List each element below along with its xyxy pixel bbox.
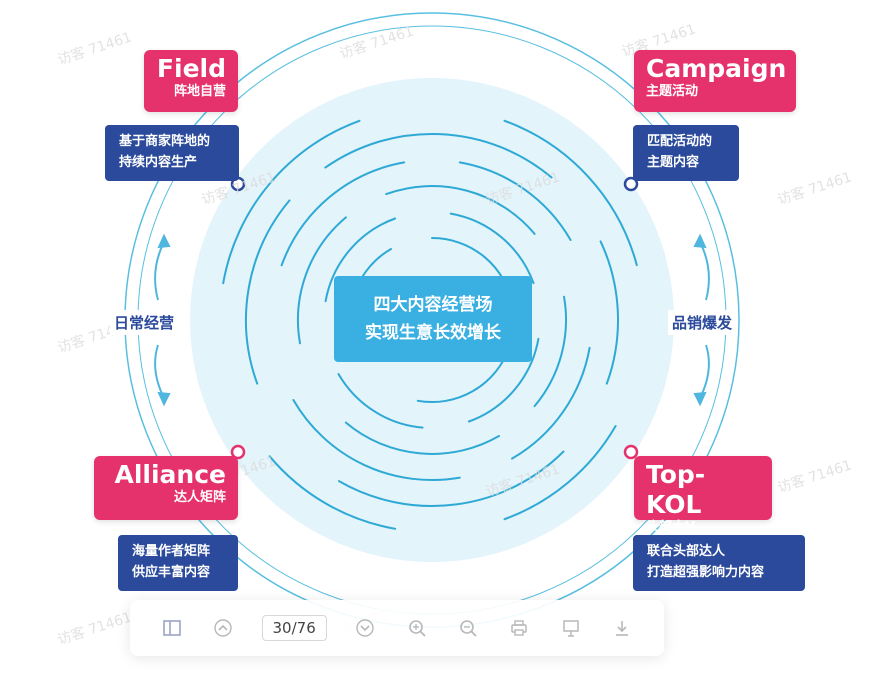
spiral-arc xyxy=(268,455,397,530)
right-arrow-down-head xyxy=(693,391,707,407)
field-subtitle: 阵地自营 xyxy=(173,84,226,99)
spiral-arc xyxy=(385,185,536,235)
left-arrow-up xyxy=(154,241,165,301)
chevron-up-icon xyxy=(214,619,232,637)
zoom-out-icon xyxy=(460,620,477,637)
page-indicator[interactable]: 30/76 xyxy=(261,615,327,641)
present-button[interactable] xyxy=(558,615,584,641)
field-title: Field xyxy=(156,54,226,83)
alliance-title: Alliance xyxy=(114,460,227,489)
right-arrow-up xyxy=(699,241,710,301)
campaign-desc: 匹配活动的 主题内容 xyxy=(633,125,739,181)
center-line2: 实现生意长效增长 xyxy=(365,323,501,343)
spiral-arc xyxy=(458,161,572,241)
left-arrows xyxy=(154,233,171,407)
print-button[interactable] xyxy=(506,615,532,641)
spiral-arc xyxy=(449,212,535,285)
spiral-arc xyxy=(599,240,619,385)
topkol-desc-line2: 打造超强影响力内容 xyxy=(647,565,765,580)
topkol-tag: Top-KOL 头部大V xyxy=(634,456,772,535)
topkol-desc: 联合头部达人 打造超强影响力内容 xyxy=(633,535,805,591)
field-tag: Field 阵地自营 xyxy=(144,50,238,112)
viewer-toolbar: 30/76 xyxy=(130,600,664,656)
next-page-button[interactable] xyxy=(352,615,378,641)
spiral-arc xyxy=(503,119,638,267)
chevron-down-icon xyxy=(356,619,374,637)
center-line1: 四大内容经营场 xyxy=(373,295,493,315)
right-arrow-down xyxy=(699,344,710,399)
left-arrow-down-head xyxy=(157,391,171,407)
left-arrow-down xyxy=(154,344,165,399)
alliance-desc: 海量作者矩阵 供应丰富内容 xyxy=(118,535,238,591)
alliance-tag: Alliance 达人矩阵 xyxy=(94,456,238,520)
spiral-arc xyxy=(344,421,500,455)
campaign-dot xyxy=(623,176,639,192)
alliance-subtitle: 达人矩阵 xyxy=(173,490,226,505)
zoom-in-icon xyxy=(408,620,426,637)
field-desc-line1: 基于商家阵地的 xyxy=(119,134,211,149)
right-arrows xyxy=(693,233,710,407)
campaign-subtitle: 主题活动 xyxy=(646,84,699,99)
campaign-desc-line2: 主题内容 xyxy=(647,155,700,170)
prev-page-button[interactable] xyxy=(210,615,236,641)
right-arrow-up-head xyxy=(693,233,707,249)
download-icon xyxy=(616,621,629,636)
spiral-arc xyxy=(511,346,591,460)
topkol-title: Top-KOL xyxy=(646,460,706,519)
spiral-arc xyxy=(244,199,291,385)
spiral-arc xyxy=(503,425,617,521)
spiral-arc xyxy=(337,373,424,429)
campaign-title: Campaign xyxy=(646,54,787,83)
zoom-in-button[interactable] xyxy=(404,615,430,641)
printer-icon xyxy=(511,620,528,636)
spiral-arc xyxy=(338,450,565,507)
spiral-arc xyxy=(280,161,406,267)
spiral-arc xyxy=(222,119,361,285)
field-desc-line2: 持续内容生产 xyxy=(119,155,198,170)
alliance-desc-line2: 供应丰富内容 xyxy=(132,565,211,580)
spiral-arc xyxy=(533,295,567,408)
spiral-arc xyxy=(292,399,461,482)
left-side-label: 日常经营 xyxy=(110,310,179,335)
download-button[interactable] xyxy=(609,615,635,641)
topkol-desc-line1: 联合头部达人 xyxy=(647,544,726,559)
spiral-arc xyxy=(467,337,540,423)
alliance-dot xyxy=(230,444,246,460)
campaign-tag: Campaign 主题活动 xyxy=(634,50,796,112)
center-title-box: 四大内容经营场 实现生意长效增长 xyxy=(334,276,532,362)
campaign-desc-line1: 匹配活动的 xyxy=(647,134,713,149)
field-desc: 基于商家阵地的 持续内容生产 xyxy=(105,125,239,181)
left-arrow-up-head xyxy=(157,233,171,249)
presentation-icon xyxy=(563,620,579,637)
sidebar-toggle-button[interactable] xyxy=(159,615,185,641)
zoom-out-button[interactable] xyxy=(455,615,481,641)
right-side-label: 品销爆发 xyxy=(668,310,737,335)
spiral-arc xyxy=(324,132,553,179)
spiral-arc xyxy=(324,217,397,303)
topkol-dot xyxy=(623,444,639,460)
spiral-arc xyxy=(297,216,347,345)
topkol-subtitle: 头部大V xyxy=(646,520,696,535)
sidebar-icon xyxy=(162,620,181,636)
alliance-desc-line1: 海量作者矩阵 xyxy=(132,544,211,559)
